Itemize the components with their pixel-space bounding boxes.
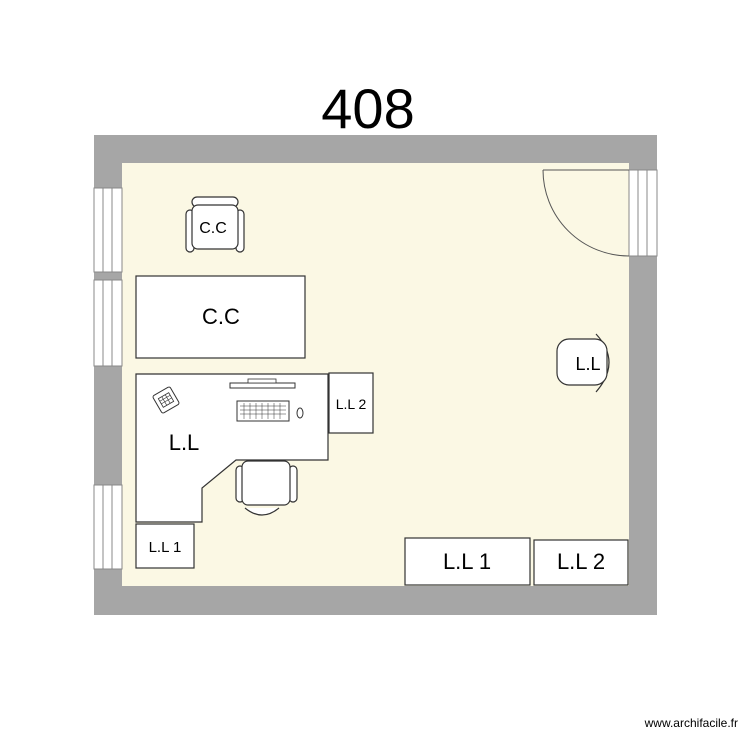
cabinet-desk-side: L.L 2 (328, 372, 374, 434)
chair-right: L.L (556, 333, 610, 393)
room-number: 408 (321, 77, 414, 140)
chair-cc-label: C.C (199, 220, 227, 237)
phone-icon (152, 386, 180, 414)
cabinet-bottom-left-label: L.L 1 (149, 539, 182, 556)
window-left-2 (93, 279, 123, 367)
cabinet-bottom-left: L.L 1 (135, 523, 195, 569)
mouse-icon (296, 407, 304, 419)
table-cc-label: C.C (202, 304, 240, 329)
cabinet-desk-side-label: L.L 2 (336, 396, 367, 412)
chair-cc: C.C (185, 196, 245, 253)
desk-label: L.L (169, 430, 200, 455)
desk-chair (235, 460, 298, 516)
monitor-icon (229, 378, 296, 389)
door (542, 169, 658, 257)
desk-l-shaped: L.L (135, 373, 329, 523)
chair-right-label: L.L (575, 354, 600, 374)
window-left-3 (93, 484, 123, 570)
keyboard-icon (236, 400, 290, 422)
table-cc: C.C (135, 275, 306, 359)
window-left-1 (93, 187, 123, 273)
cabinet-bottom-1-label: L.L 1 (443, 549, 491, 574)
cabinet-bottom-2-label: L.L 2 (557, 549, 605, 574)
cabinet-bottom-2: L.L 2 (533, 539, 629, 586)
watermark: www.archifacile.fr (644, 716, 738, 730)
cabinet-bottom-1: L.L 1 (404, 537, 531, 586)
